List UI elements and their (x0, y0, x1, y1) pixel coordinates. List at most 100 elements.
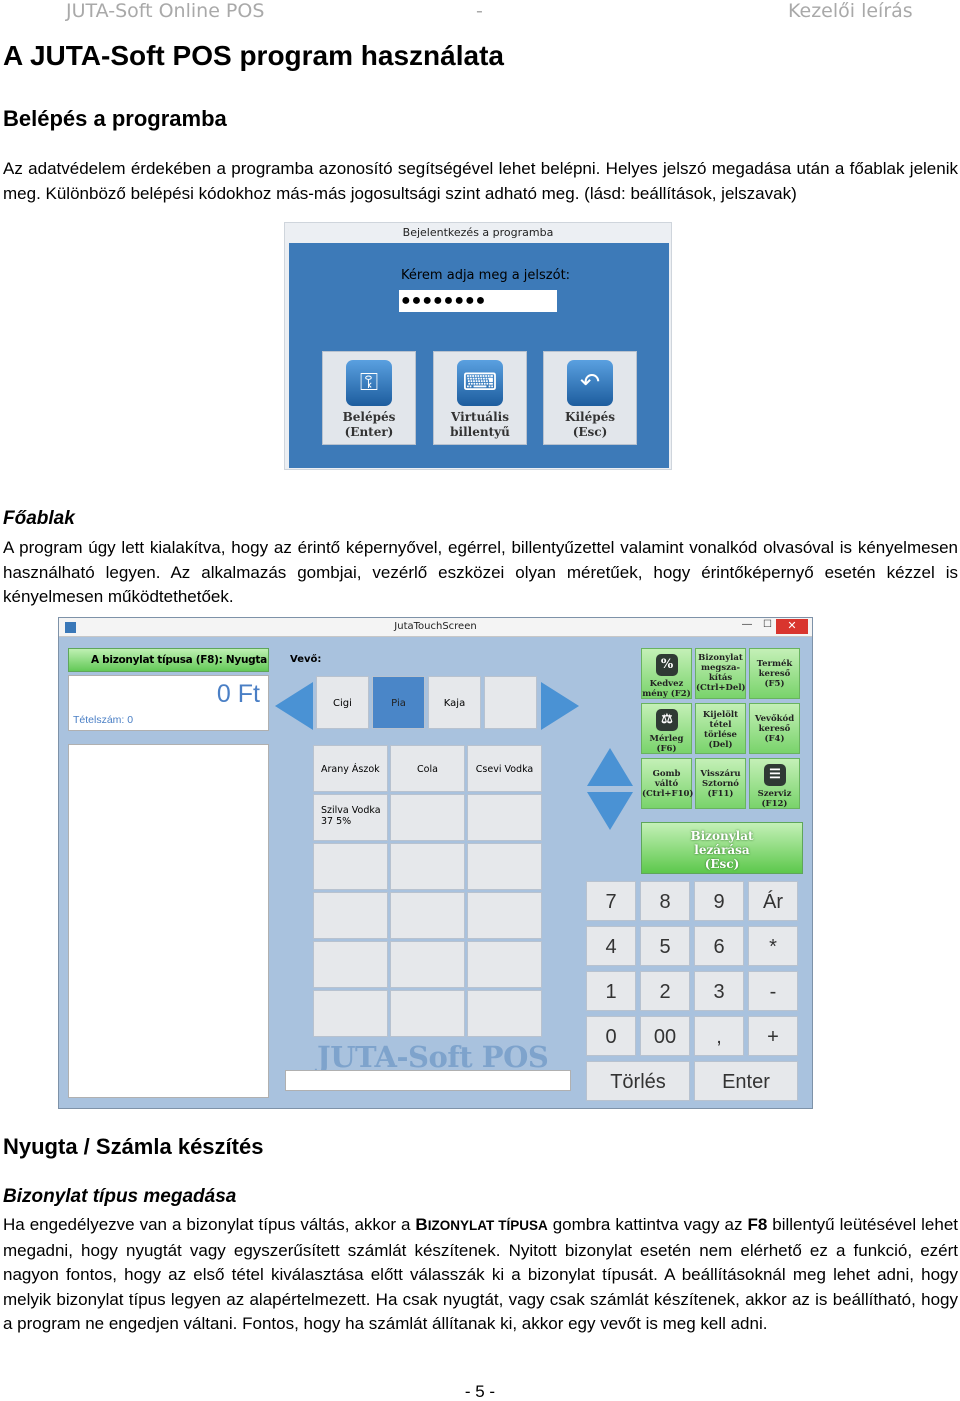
product-csevi-vodka[interactable]: Csevi Vodka (467, 745, 542, 792)
product-slot[interactable] (390, 794, 465, 841)
arrow-down-icon[interactable] (587, 792, 633, 830)
numpad-key[interactable]: 7 (586, 881, 636, 921)
category-cigi[interactable]: Cigi (316, 676, 369, 729)
section-heading-main-window: Főablak (3, 508, 75, 529)
login-button-key: (Enter) (344, 425, 394, 439)
category-pia[interactable]: Pia (372, 676, 425, 729)
arrow-right-icon[interactable] (541, 682, 579, 730)
numpad-key[interactable]: , (694, 1016, 744, 1056)
page-number: - 5 - (464, 1382, 496, 1401)
product-slot[interactable] (467, 892, 542, 939)
product-slot[interactable] (313, 941, 388, 988)
fkey-label: (Ctrl+Del) (696, 683, 746, 693)
numpad-key[interactable]: - (748, 971, 798, 1011)
product-slot[interactable] (467, 990, 542, 1037)
product-slot[interactable] (467, 941, 542, 988)
text-run: billentyű leütésével lehet megadni, hogy… (3, 1215, 959, 1334)
login-dialog-title: Bejelentkezés a programba (402, 226, 554, 239)
close-doc-label: lezárása (694, 843, 750, 857)
exit-button[interactable]: ↶ Kilépés(Esc) (543, 351, 637, 445)
numpad-key[interactable]: 4 (586, 926, 636, 966)
numpad-key[interactable]: 0 (586, 1016, 636, 1056)
exit-button-key: (Esc) (572, 425, 608, 439)
service-button[interactable]: ☰ Szerviz(F12) (749, 758, 800, 809)
maximize-icon[interactable]: ☐ (763, 619, 772, 630)
numpad-key[interactable]: 9 (694, 881, 744, 921)
product-slot[interactable] (313, 990, 388, 1037)
product-slot[interactable] (467, 843, 542, 890)
product-arany-aszok[interactable]: Arany Ászok (313, 745, 388, 792)
arrow-up-icon[interactable] (587, 748, 633, 786)
scale-button[interactable]: ⚖ Mérleg(F6) (641, 703, 692, 754)
arrow-left-icon[interactable] (275, 682, 313, 730)
fkey-label: Visszáru (700, 769, 741, 779)
product-slot[interactable] (313, 892, 388, 939)
fkey-label: (F4) (764, 734, 785, 744)
numpad-key[interactable]: 8 (640, 881, 690, 921)
close-icon[interactable]: ✕ (776, 619, 808, 634)
settings-icon: ☰ (764, 764, 786, 786)
numpad-key[interactable]: 2 (640, 971, 690, 1011)
product-slot[interactable] (390, 892, 465, 939)
main-window-paragraph: A program úgy lett kialakítva, hogy az é… (3, 538, 958, 607)
fkey-label: tétel (709, 720, 732, 730)
keyboard-icon: ⌨ (457, 360, 503, 406)
password-input[interactable]: ●●●●●●●● (399, 290, 557, 312)
numpad-key[interactable]: * (748, 926, 798, 966)
key-icon: ⚿ (346, 360, 392, 406)
fkey-label: Szerviz (757, 789, 792, 799)
fkey-label: Bizonylat (698, 653, 743, 663)
numpad-key[interactable]: + (748, 1016, 798, 1056)
category-empty[interactable] (484, 676, 537, 729)
login-paragraph: Az adatvédelem érdekében a programba azo… (3, 159, 958, 203)
fkey-label: Vevőkód (754, 714, 795, 724)
barcode-input[interactable] (285, 1070, 571, 1091)
fkey-label: kereső (758, 669, 791, 679)
enter-key[interactable]: Enter (694, 1061, 798, 1101)
fkey-label: (Ctrl+F10) (642, 789, 694, 799)
fkey-label: kereső (758, 724, 791, 734)
discount-icon: % (656, 654, 678, 676)
numpad-key[interactable]: 3 (694, 971, 744, 1011)
category-kaja[interactable]: Kaja (428, 676, 481, 729)
product-slot[interactable] (313, 843, 388, 890)
exit-button-label: Kilépés (565, 410, 615, 424)
close-doc-label: Bizonylat (690, 829, 754, 843)
login-dialog: Bejelentkezés a programba Kérem adja meg… (284, 222, 672, 470)
pos-title-bar: JutaTouchScreen — ☐ ✕ (59, 618, 812, 637)
product-slot[interactable] (390, 990, 465, 1037)
numpad-key[interactable]: Ár (748, 881, 798, 921)
text-run: Ha engedélyezve van a bizonylat típus vá… (3, 1215, 416, 1234)
login-button[interactable]: ⚿ Belépés(Enter) (322, 351, 416, 445)
fkey-label: (Del) (708, 740, 733, 750)
virtual-keyboard-label: Virtuális (451, 410, 509, 424)
product-slot[interactable] (467, 794, 542, 841)
items-list[interactable] (68, 744, 269, 1098)
virtual-keyboard-label2: billentyű (450, 425, 510, 439)
fkey-label: Gomb (652, 769, 681, 779)
numpad-key[interactable]: 5 (640, 926, 690, 966)
subsection-heading-doc-type: Bizonylat típus megadása (3, 1186, 237, 1207)
delete-key[interactable]: Törlés (586, 1061, 690, 1101)
product-slot[interactable] (390, 941, 465, 988)
numpad-key[interactable]: 6 (694, 926, 744, 966)
numpad-key[interactable]: 00 (640, 1016, 690, 1056)
product-cola[interactable]: Cola (390, 745, 465, 792)
minimize-icon[interactable]: — (742, 619, 752, 630)
document-type-button[interactable]: A bizonylat típusa (F8): Nyugta (68, 648, 269, 672)
app-icon (65, 622, 76, 633)
password-prompt: Kérem adja meg a jelszót: (401, 268, 571, 283)
numpad-key[interactable]: 1 (586, 971, 636, 1011)
fkey-label: mény (F2) (642, 689, 691, 699)
product-slot[interactable] (390, 843, 465, 890)
